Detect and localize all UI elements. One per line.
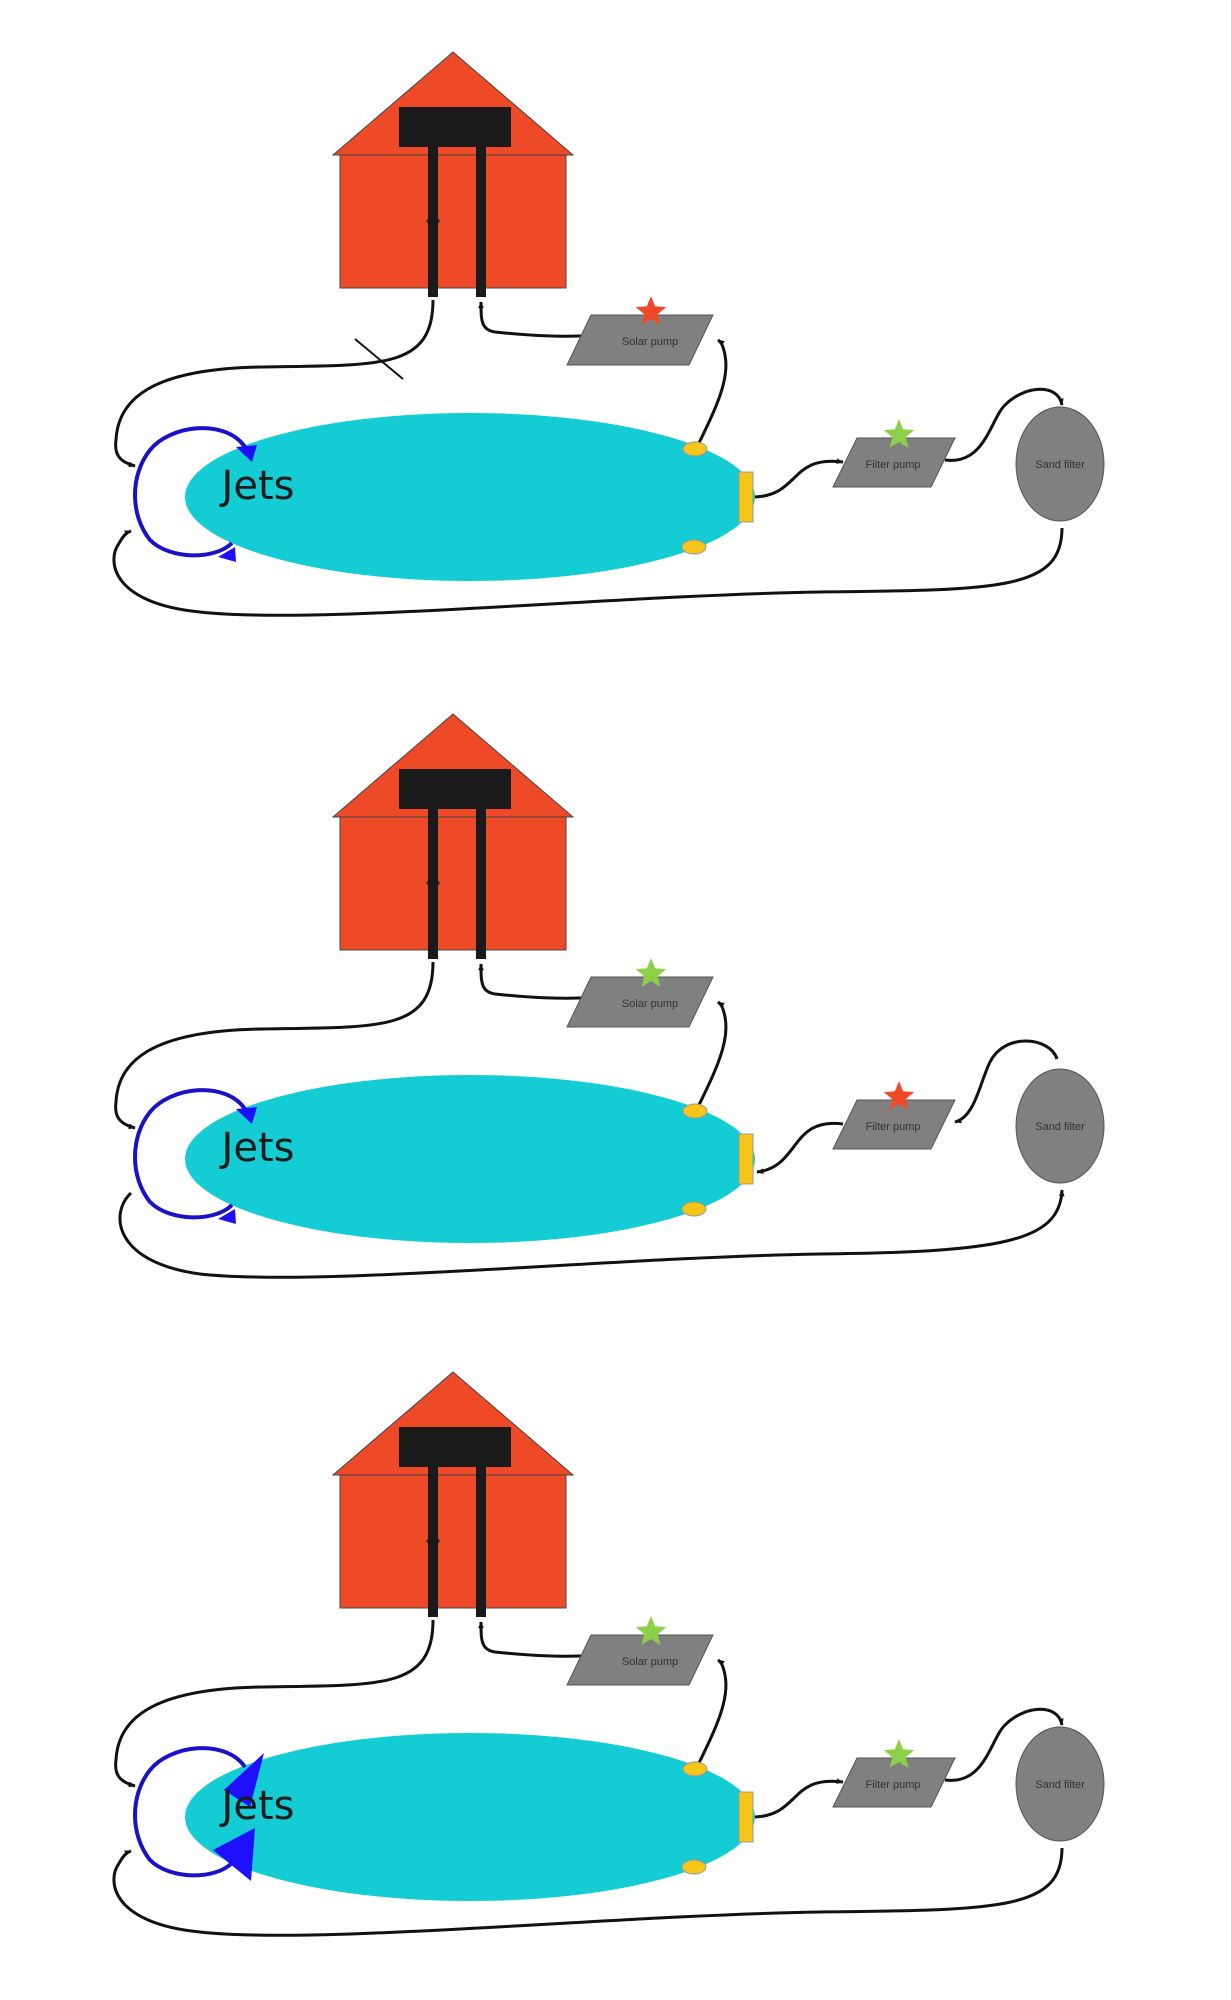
jets-label: Jets bbox=[219, 1783, 295, 1829]
sand-filter-to-filter-pump-line bbox=[954, 1039, 1059, 1124]
jet-nozzle-top bbox=[224, 1753, 264, 1807]
heater-manifold bbox=[399, 107, 511, 147]
house-pipe-right bbox=[476, 802, 486, 959]
skimmer-bottom bbox=[681, 1859, 707, 1875]
pool bbox=[185, 1075, 755, 1243]
return-line bbox=[114, 961, 435, 1130]
pool-to-solar-line bbox=[695, 1658, 728, 1768]
filter-pump bbox=[832, 437, 956, 488]
filter-pump-status-star-icon bbox=[883, 1739, 915, 1768]
skimmer-top bbox=[682, 1761, 708, 1777]
jets-loop bbox=[133, 426, 247, 558]
return-line bbox=[114, 1619, 435, 1788]
filter-pump-status-star-icon bbox=[883, 1081, 915, 1110]
filter-pump-label: Filter pump bbox=[865, 1121, 920, 1133]
house-pipe-right bbox=[476, 140, 486, 297]
skimmer-bottom bbox=[681, 1201, 707, 1217]
house-valve bbox=[426, 214, 440, 228]
jet-nozzle-top bbox=[236, 445, 257, 462]
sand-filter-label: Sand filter bbox=[1035, 459, 1085, 471]
filter-pump bbox=[832, 1757, 956, 1808]
heater-manifold bbox=[399, 769, 511, 809]
sand-filter-return-line bbox=[112, 527, 1064, 617]
filter-pump-label: Filter pump bbox=[865, 1779, 920, 1791]
jets-loop bbox=[133, 1088, 247, 1220]
outlet-to-filter-pump-line bbox=[754, 1778, 844, 1819]
jet-nozzle-bottom bbox=[218, 547, 236, 562]
sand-filter-label: Sand filter bbox=[1035, 1779, 1085, 1791]
sand-filter bbox=[1015, 1068, 1105, 1184]
filter-pump bbox=[832, 1099, 956, 1150]
house-body bbox=[339, 1474, 567, 1609]
solar-to-house-line bbox=[478, 1621, 604, 1658]
sand-filter bbox=[1015, 1726, 1105, 1842]
sand-filter bbox=[1015, 406, 1105, 522]
house-body bbox=[339, 154, 567, 289]
solar-pump bbox=[566, 1634, 714, 1686]
return-line bbox=[114, 299, 435, 468]
outlet-to-filter-pump-line bbox=[754, 458, 844, 499]
jet-nozzle-top bbox=[236, 1107, 257, 1124]
solar-pump bbox=[566, 314, 714, 366]
filter-pump-to-outlet-line bbox=[756, 1121, 844, 1175]
solar-pump-status-star-icon bbox=[635, 958, 667, 987]
skimmer-top bbox=[682, 1103, 708, 1119]
pool bbox=[185, 413, 755, 581]
pool-outlet bbox=[738, 1791, 754, 1843]
heater-manifold bbox=[399, 1427, 511, 1467]
jets-label: Jets bbox=[219, 1125, 295, 1171]
pool-to-solar-line bbox=[695, 338, 728, 448]
sand-filter-return-line bbox=[112, 1847, 1064, 1937]
house-valve bbox=[426, 876, 440, 890]
solar-pump-label: Solar pump bbox=[622, 998, 678, 1010]
filter-pump-label: Filter pump bbox=[865, 459, 920, 471]
solar-pump bbox=[566, 976, 714, 1028]
filter-pump-status-star-icon bbox=[883, 419, 915, 448]
house-body bbox=[339, 816, 567, 951]
solar-to-house-line bbox=[478, 963, 604, 1000]
skimmer-bottom bbox=[681, 539, 707, 555]
closed-valve-mark bbox=[354, 338, 404, 380]
jet-nozzle-bottom bbox=[213, 1828, 255, 1881]
pool bbox=[185, 1733, 755, 1901]
solar-pump-status-star-icon bbox=[635, 1616, 667, 1645]
pool-outlet bbox=[738, 471, 754, 523]
solar-to-house-line bbox=[478, 301, 604, 338]
skimmer-top bbox=[682, 441, 708, 457]
sand-filter-label: Sand filter bbox=[1035, 1121, 1085, 1133]
jet-nozzle-bottom bbox=[218, 1209, 236, 1224]
return-to-sand-filter-line bbox=[118, 1189, 1065, 1279]
jets-loop bbox=[133, 1746, 247, 1878]
solar-pump-status-star-icon bbox=[635, 296, 667, 325]
pool-to-solar-line bbox=[695, 1000, 728, 1110]
filter-pump-to-sand-filter-line bbox=[944, 1707, 1064, 1782]
solar-pump-label: Solar pump bbox=[622, 336, 678, 348]
solar-pump-label: Solar pump bbox=[622, 1656, 678, 1668]
house-pipe-right bbox=[476, 1460, 486, 1617]
filter-pump-to-sand-filter-line bbox=[944, 387, 1064, 462]
jets-label: Jets bbox=[219, 463, 295, 509]
pool-outlet bbox=[738, 1133, 754, 1185]
house-valve bbox=[426, 1534, 440, 1548]
